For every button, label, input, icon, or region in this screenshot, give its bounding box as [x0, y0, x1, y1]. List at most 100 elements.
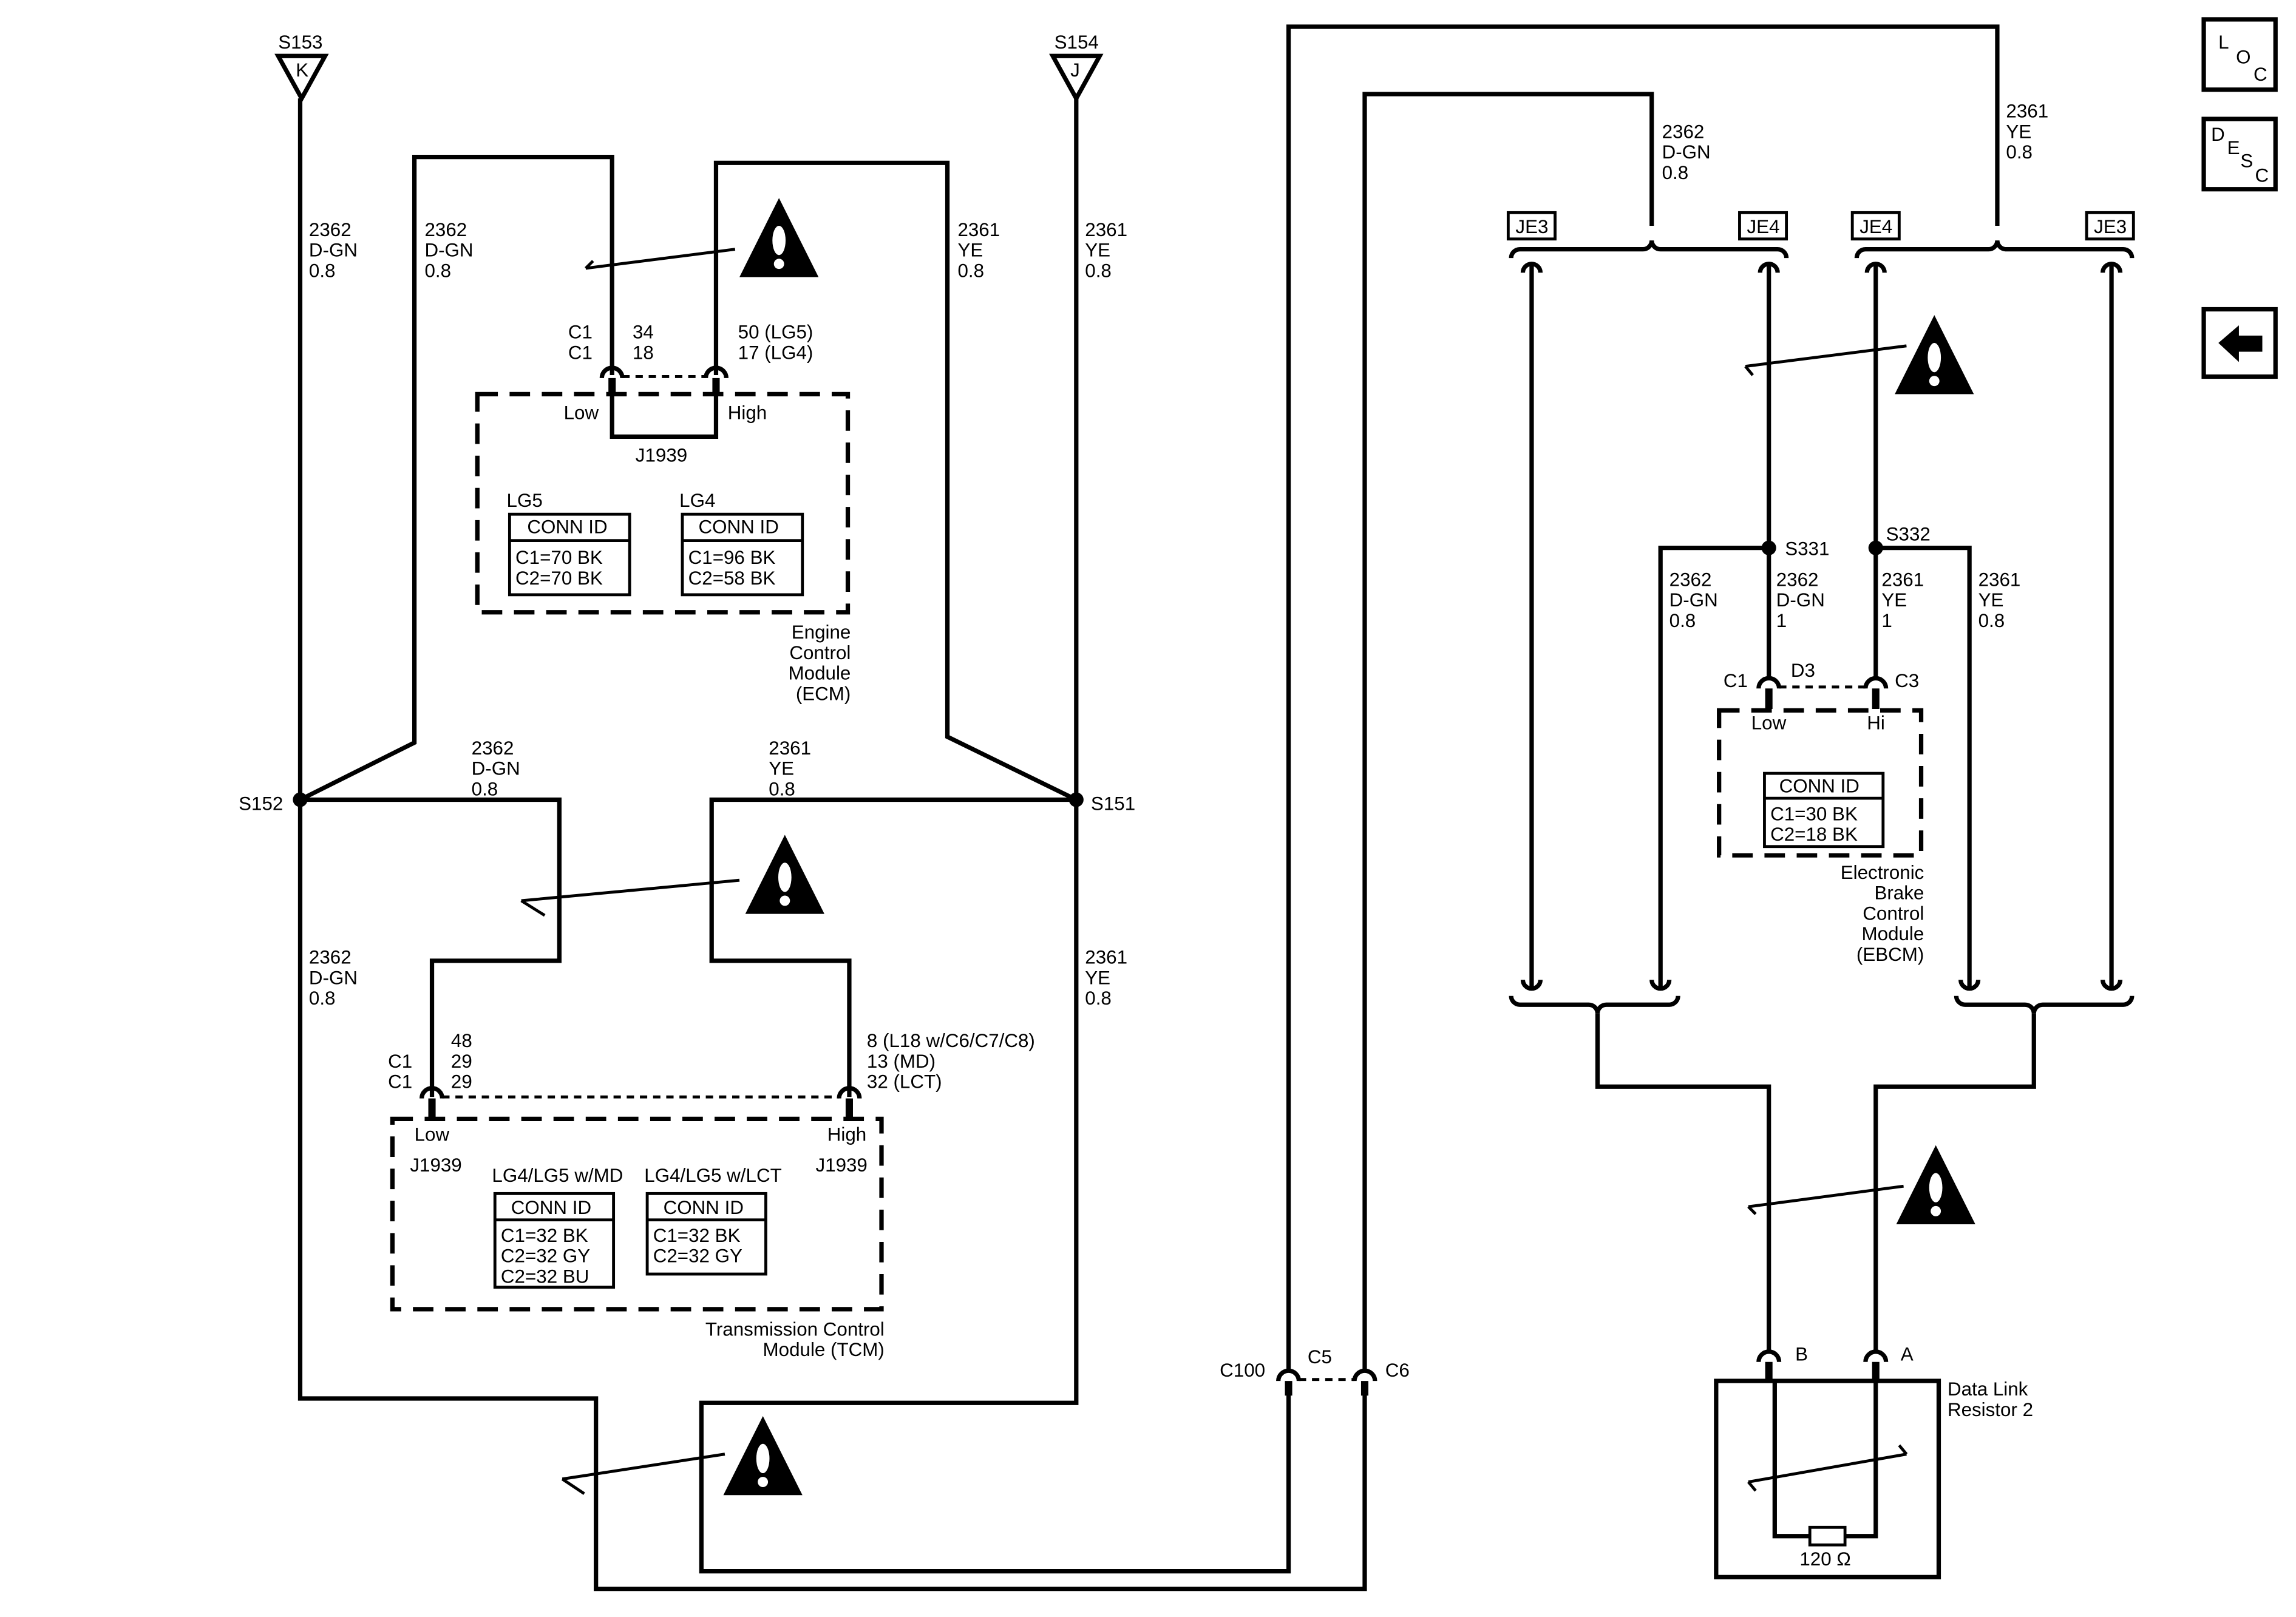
svg-text:LG4/LG5 w/LCT: LG4/LG5 w/LCT [644, 1165, 781, 1186]
svg-text:C1=70 BK: C1=70 BK [515, 547, 603, 568]
svg-text:YE: YE [1881, 589, 1907, 611]
svg-text:17 (LG4): 17 (LG4) [738, 342, 813, 364]
svg-text:C1: C1 [388, 1051, 412, 1072]
svg-text:13 (MD): 13 (MD) [867, 1051, 936, 1072]
ecm-conn-id-lg4: LG4 CONN ID C1=96 BK C2=58 BK [679, 490, 804, 597]
svg-text:A: A [1901, 1343, 1914, 1364]
back-button[interactable] [2201, 307, 2278, 379]
ecm-conn-id-lg5: LG5 CONN ID C1=70 BK C2=70 BK [507, 490, 631, 597]
svg-text:C1: C1 [1724, 670, 1748, 691]
svg-text:CONN ID: CONN ID [699, 517, 779, 538]
wire-2361-right-trunk [699, 98, 1291, 1574]
svg-text:C2=58 BK: C2=58 BK [688, 568, 776, 589]
svg-text:Transmission Control: Transmission Control [705, 1318, 885, 1340]
svg-text:2362: 2362 [472, 737, 514, 759]
ebcm-conn-id: CONN ID C1=30 BK C2=18 BK [1763, 771, 1885, 849]
svg-text:C6: C6 [1385, 1360, 1410, 1381]
wire-2362-tcm [300, 797, 562, 1097]
warning-icon [1895, 315, 1974, 395]
svg-text:D-GN: D-GN [1662, 141, 1711, 163]
harness-bracket-je-left [1509, 240, 1789, 259]
svg-text:O: O [2236, 46, 2250, 67]
svg-text:0.8: 0.8 [1669, 610, 1696, 631]
svg-text:Module (TCM): Module (TCM) [763, 1339, 885, 1360]
splice-s153: S153 K [274, 32, 329, 103]
svg-text:2362: 2362 [309, 947, 352, 968]
harness-tag-je4-right: JE4 [1850, 211, 1901, 241]
wire-2361-to-ebcm [1286, 24, 2000, 1369]
svg-text:JE3: JE3 [2094, 216, 2127, 237]
svg-text:50 (LG5): 50 (LG5) [738, 322, 813, 343]
svg-text:J1939: J1939 [410, 1154, 461, 1176]
svg-text:18: 18 [633, 342, 654, 364]
svg-text:D-GN: D-GN [424, 240, 473, 261]
svg-text:8 (L18 w/C6/C7/C8): 8 (L18 w/C6/C7/C8) [867, 1030, 1035, 1051]
svg-text:C1: C1 [568, 342, 593, 364]
twisted-pair-mark [521, 878, 740, 903]
splice-s331-dot [1761, 540, 1776, 555]
svg-text:LG4: LG4 [679, 490, 715, 511]
svg-text:D-GN: D-GN [309, 967, 358, 988]
harness-bracket-je-right [1854, 240, 2135, 259]
svg-text:2361: 2361 [1085, 219, 1127, 240]
svg-text:2361: 2361 [1881, 569, 1924, 590]
svg-text:E: E [2227, 137, 2240, 158]
wire-label-2361-low-right: 2361 YE 0.8 [1085, 947, 1127, 1009]
svg-text:48: 48 [451, 1030, 472, 1051]
svg-text:C2=32 GY: C2=32 GY [653, 1246, 742, 1267]
wire-label-2361-inner: 2361 YE 0.8 [957, 219, 1000, 282]
svg-text:LG5: LG5 [507, 490, 543, 511]
svg-text:D-GN: D-GN [1669, 589, 1718, 611]
wire-je3-right-bypass [2100, 262, 2123, 991]
splice-s332-dot [1868, 540, 1883, 555]
harness-tag-je3-left: JE3 [1506, 211, 1557, 241]
wire-label-2361-ebcm-a: 2361 YE 1 [1881, 569, 1924, 631]
svg-text:C1=32 BK: C1=32 BK [501, 1225, 588, 1246]
left-arrow-icon [2218, 325, 2263, 362]
wire-label-2362-ebcm-b: 2362 D-GN 1 [1776, 569, 1825, 631]
tcm-conn-id-md: LG4/LG5 w/MD CONN ID C1=32 BK C2=32 GY C… [492, 1165, 623, 1289]
svg-text:JE4: JE4 [1747, 216, 1780, 237]
wire-label-2361-right: 2361 YE 0.8 [1085, 219, 1127, 282]
harness-bracket-bottom-left [1509, 995, 1771, 1351]
svg-text:Hi: Hi [1867, 713, 1885, 734]
wire-label-2362-left: 2362 D-GN 0.8 [309, 219, 358, 282]
harness-tag-je3-right: JE3 [2085, 211, 2135, 241]
tcm-module-name: Transmission Control Module (TCM) [705, 1318, 885, 1360]
wire-2362-left-trunk [297, 98, 1367, 1592]
inline-connector-c100: C100 C5 C6 [1220, 1346, 1410, 1396]
wire-label-2361-top-right: 2361 YE 0.8 [2006, 101, 2048, 163]
svg-text:J1939: J1939 [636, 444, 687, 466]
svg-text:0.8: 0.8 [309, 260, 336, 281]
warning-icon [723, 1415, 803, 1496]
loc-button[interactable]: L O C [2201, 17, 2278, 92]
svg-text:29: 29 [451, 1051, 472, 1072]
svg-text:2361: 2361 [2006, 101, 2048, 122]
wire-2362-ecm [299, 155, 614, 802]
dlr-module-name: Data Link Resistor 2 [1948, 1378, 2033, 1420]
harness-tag-je4-left: JE4 [1738, 211, 1788, 241]
svg-text:Control: Control [789, 642, 851, 663]
ebcm-module-box [1717, 708, 1924, 858]
svg-text:Low: Low [564, 402, 599, 423]
wire-je4-to-s331 [1758, 262, 1780, 679]
svg-text:0.8: 0.8 [769, 778, 795, 799]
svg-text:34: 34 [633, 322, 654, 343]
desc-button[interactable]: D E S C [2201, 117, 2278, 192]
svg-text:0.8: 0.8 [1085, 260, 1112, 281]
svg-text:D-GN: D-GN [472, 758, 520, 779]
svg-text:Module: Module [1862, 923, 1924, 944]
svg-text:L: L [2218, 32, 2229, 53]
svg-text:0.8: 0.8 [309, 988, 336, 1009]
wire-label-2362-ebcm-a: 2362 D-GN 0.8 [1669, 569, 1718, 631]
ecm-connector: C1 C1 34 18 50 (LG5) 17 (LG4) Low High J… [564, 322, 813, 466]
dlr-internal-circuit: 120 Ω [1747, 1381, 1908, 1570]
wire-2361-tcm [709, 797, 1076, 1097]
svg-text:2362: 2362 [309, 219, 352, 240]
ecm-module-box [475, 392, 851, 615]
tcm-module-box [390, 1116, 884, 1312]
svg-text:CONN ID: CONN ID [664, 1197, 744, 1218]
svg-text:D: D [2211, 124, 2225, 145]
svg-text:C2=70 BK: C2=70 BK [515, 568, 603, 589]
